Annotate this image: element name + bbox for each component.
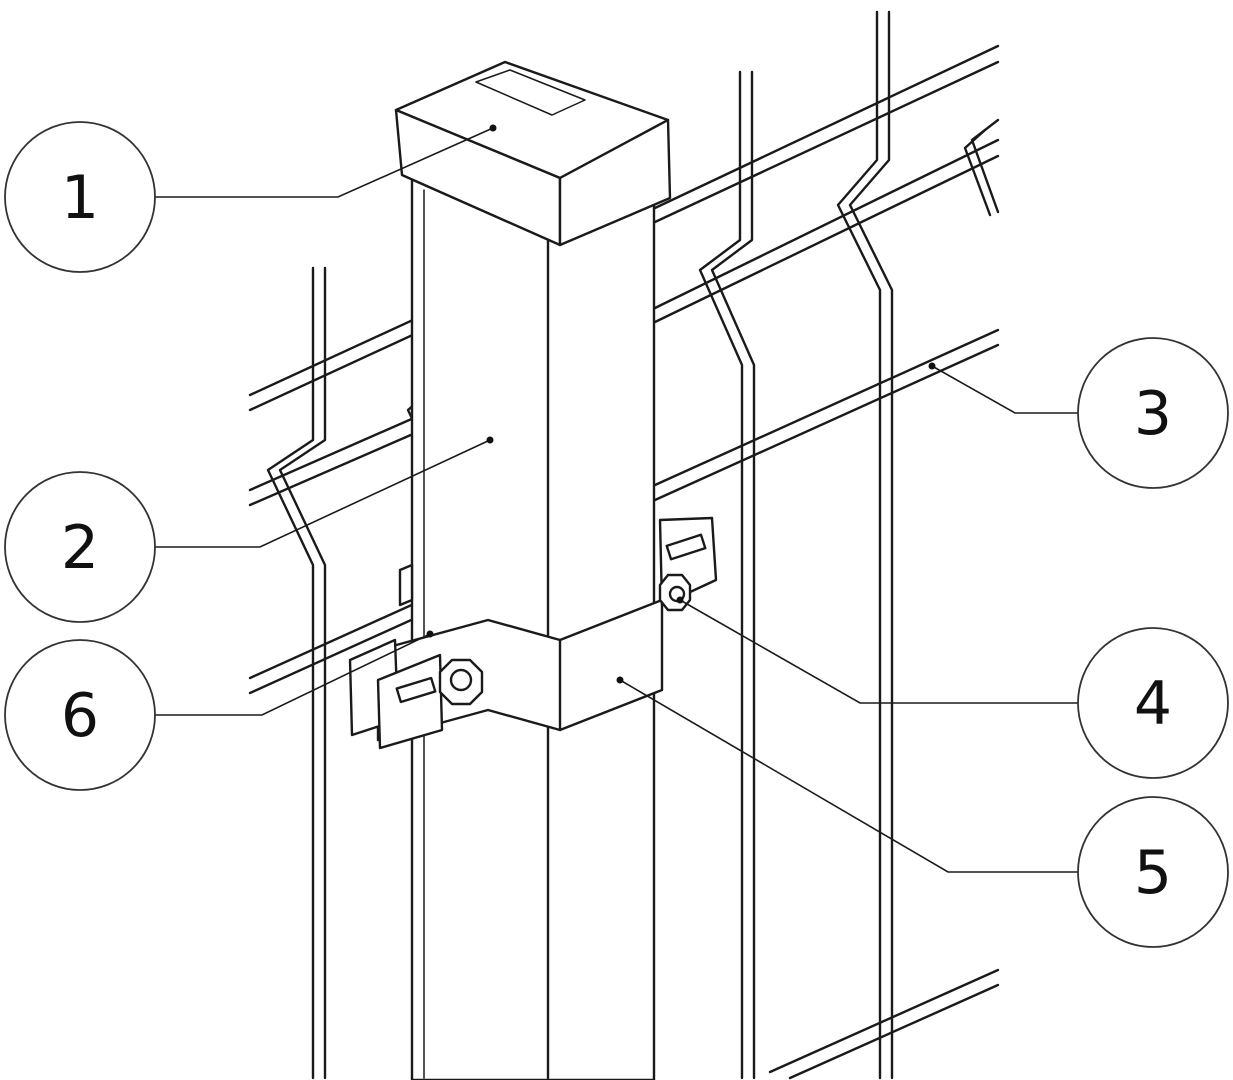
clamp-assembly <box>348 516 718 750</box>
leader-5 <box>619 679 1078 873</box>
leader-1 <box>155 127 494 198</box>
callout-4-label: 4 <box>1134 669 1172 739</box>
post-cap <box>394 60 672 247</box>
leader-3 <box>931 365 1078 414</box>
leader-1-dot <box>489 124 497 132</box>
callout-2: 2 <box>4 471 156 623</box>
callout-4: 4 <box>1077 627 1229 779</box>
leader-6 <box>155 633 431 716</box>
leader-2 <box>155 439 491 548</box>
callout-1: 1 <box>4 121 156 273</box>
leader-3-dot <box>928 362 936 370</box>
callout-6: 6 <box>4 639 156 791</box>
callout-2-label: 2 <box>61 513 99 583</box>
callout-1-label: 1 <box>61 163 99 233</box>
callout-6-label: 6 <box>61 681 99 751</box>
right-mesh-panel <box>653 10 1000 1080</box>
callout-3-label: 3 <box>1134 379 1172 449</box>
leader-4-dot <box>676 596 684 604</box>
leader-2-dot <box>486 436 494 444</box>
callout-5-label: 5 <box>1134 838 1172 908</box>
leader-4 <box>679 599 1078 704</box>
callout-3: 3 <box>1077 337 1229 489</box>
callout-5: 5 <box>1077 796 1229 948</box>
leader-6-dot <box>426 630 434 638</box>
leader-lines <box>155 124 1078 873</box>
leader-5-dot <box>616 676 624 684</box>
